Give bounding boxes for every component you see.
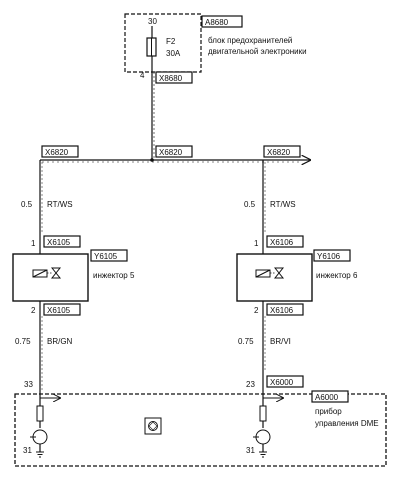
bus-center-connector-box: [155, 145, 193, 158]
inj6-name: инжектор 6: [316, 271, 358, 280]
inj6-top-color: RT/WS: [270, 200, 296, 209]
inj5-top-gauge: 0.5: [21, 200, 33, 209]
inj5-coil-icon: [32, 269, 48, 278]
inj6-pin-bottom: 2: [254, 306, 259, 315]
fuse-block-desc-1: блок предохранителей: [208, 36, 292, 45]
inj5-dme-pin: 33: [24, 380, 33, 389]
dme-frame: [14, 393, 387, 467]
inj5-name: инжектор 5: [93, 271, 135, 280]
fuse-connector: X8680: [159, 74, 183, 83]
dme-id: A6000: [315, 393, 339, 402]
dme-chip-inner: [148, 421, 158, 431]
inj5-pin-top: 1: [31, 239, 36, 248]
inj6-valve-icon: [273, 267, 285, 279]
dme-right-resistor-icon: [259, 405, 267, 422]
fuse-block-frame: [124, 13, 202, 73]
bus-right-connector-box: [263, 145, 301, 158]
inj6-bottom-gauge: 0.75: [238, 337, 254, 346]
inj6-connector-dme-box: [266, 375, 304, 388]
dme-right-ground-pin: 31: [246, 446, 255, 455]
inj6-top-gauge: 0.5: [244, 200, 256, 209]
inj6-coil-icon: [255, 269, 271, 278]
inj5-coil-diag: [32, 269, 48, 278]
fuse-block-id-box: [201, 15, 243, 28]
bus-left-connector: X6820: [45, 148, 69, 157]
dme-right-ground-icon: [259, 451, 267, 458]
dme-left-ground-pin: 31: [23, 446, 32, 455]
inj6-connector-bottom: X6106: [270, 306, 294, 315]
inj6-dme-pin: 23: [246, 380, 255, 389]
inj5-connector-top: X6105: [47, 238, 71, 247]
inj6-coil-diag: [255, 269, 271, 278]
inj5-top-color: RT/WS: [47, 200, 73, 209]
bus-junction: [150, 158, 154, 162]
inj5-id: Y6105: [94, 252, 118, 261]
inj5-pin-bottom: 2: [31, 306, 36, 315]
inj6-id: Y6106: [317, 252, 341, 261]
bus-center-connector: X6820: [159, 148, 183, 157]
dme-desc-1: прибор: [315, 407, 342, 416]
inj6-id-box: [313, 249, 351, 262]
inj5-bottom-color: BR/GN: [47, 337, 73, 346]
dme-desc-2: управления DME: [315, 419, 379, 428]
inj6-body: [236, 253, 313, 302]
inj5-valve-icon: [50, 267, 62, 279]
fuse-rating: 30A: [166, 49, 181, 58]
inj5-body: [12, 253, 89, 302]
fuse-block-desc-2: двигательной электроники: [208, 47, 307, 56]
inj5-connector-bottom: X6105: [47, 306, 71, 315]
bus-left-connector-box: [41, 145, 79, 158]
fuse-pin-bottom: 4: [140, 71, 145, 80]
dme-left-ground-icon: [36, 451, 44, 458]
dme-chip-icon: [144, 417, 162, 435]
inj5-connector-top-box: [43, 235, 81, 248]
inj6-connector-top: X6106: [270, 238, 294, 247]
dme-chip-mark: [148, 421, 158, 431]
fuse-name: F2: [166, 37, 176, 46]
fuse-connector-box: [155, 71, 193, 84]
fuse-pin-top: 30: [148, 17, 157, 26]
dme-left-resistor-icon: [36, 405, 44, 422]
inj5-bottom-gauge: 0.75: [15, 337, 31, 346]
dme-id-box: [311, 390, 349, 403]
inj6-bottom-color: BR/VI: [270, 337, 291, 346]
inj6-pin-top: 1: [254, 239, 259, 248]
fuse-block-id: A8680: [205, 18, 229, 27]
inj6-connector-bottom-box: [266, 303, 304, 316]
inj5-id-box: [90, 249, 128, 262]
bus-right-connector: X6820: [267, 148, 291, 157]
inj6-connector-top-box: [266, 235, 304, 248]
inj5-connector-bottom-box: [43, 303, 81, 316]
inj6-connector-dme: X6000: [270, 378, 294, 387]
